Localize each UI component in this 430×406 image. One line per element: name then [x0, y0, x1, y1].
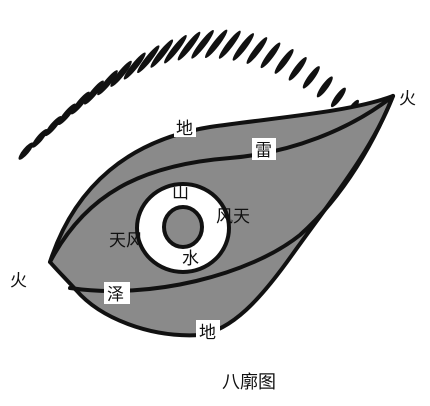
eyelash — [110, 60, 132, 87]
eyelash — [260, 42, 281, 69]
heaven-wind-left-label: 天风 — [109, 231, 143, 251]
eyelash — [31, 129, 48, 148]
earth-top-label: 地 — [176, 119, 193, 139]
wind-heaven-right-label: 风天 — [216, 207, 250, 227]
thunder-label: 雷 — [255, 141, 272, 161]
eyelash — [83, 80, 104, 105]
eyelash — [191, 30, 214, 59]
eyelash — [70, 91, 90, 115]
eyelash — [97, 70, 118, 96]
fire-left-label: 火 — [10, 271, 27, 291]
earth-bottom-label: 地 — [199, 323, 216, 343]
eyelash — [288, 57, 307, 81]
earth-bottom-label-bg — [196, 320, 220, 342]
eyelash — [57, 103, 76, 126]
eyelash — [330, 87, 346, 108]
marsh-label-bg — [104, 282, 130, 304]
marsh-label: 泽 — [107, 285, 124, 305]
eyelash — [246, 37, 268, 64]
eyelash — [164, 34, 187, 64]
thunder-label-bg — [252, 138, 276, 160]
eyelash — [302, 66, 320, 89]
fire-right-label: 火 — [399, 89, 416, 109]
eyelash — [150, 39, 174, 68]
diagram-caption: 八廓图 — [222, 372, 276, 393]
eyelash — [218, 30, 241, 59]
earth-top-label-bg — [174, 117, 196, 137]
eyelash — [177, 31, 201, 61]
water-label: 水 — [182, 249, 199, 269]
lower-inner-line — [68, 94, 395, 293]
upper-inner-line — [48, 94, 395, 264]
pupil — [162, 205, 204, 249]
eyelash — [232, 33, 254, 61]
mountain-label: 山 — [172, 183, 189, 203]
eyelash — [44, 116, 62, 137]
eyelash — [205, 29, 228, 59]
eyelash — [316, 76, 333, 98]
eyelash — [18, 142, 34, 160]
eyelash — [137, 45, 160, 74]
eyelash — [274, 48, 294, 74]
eyelash — [123, 52, 146, 80]
